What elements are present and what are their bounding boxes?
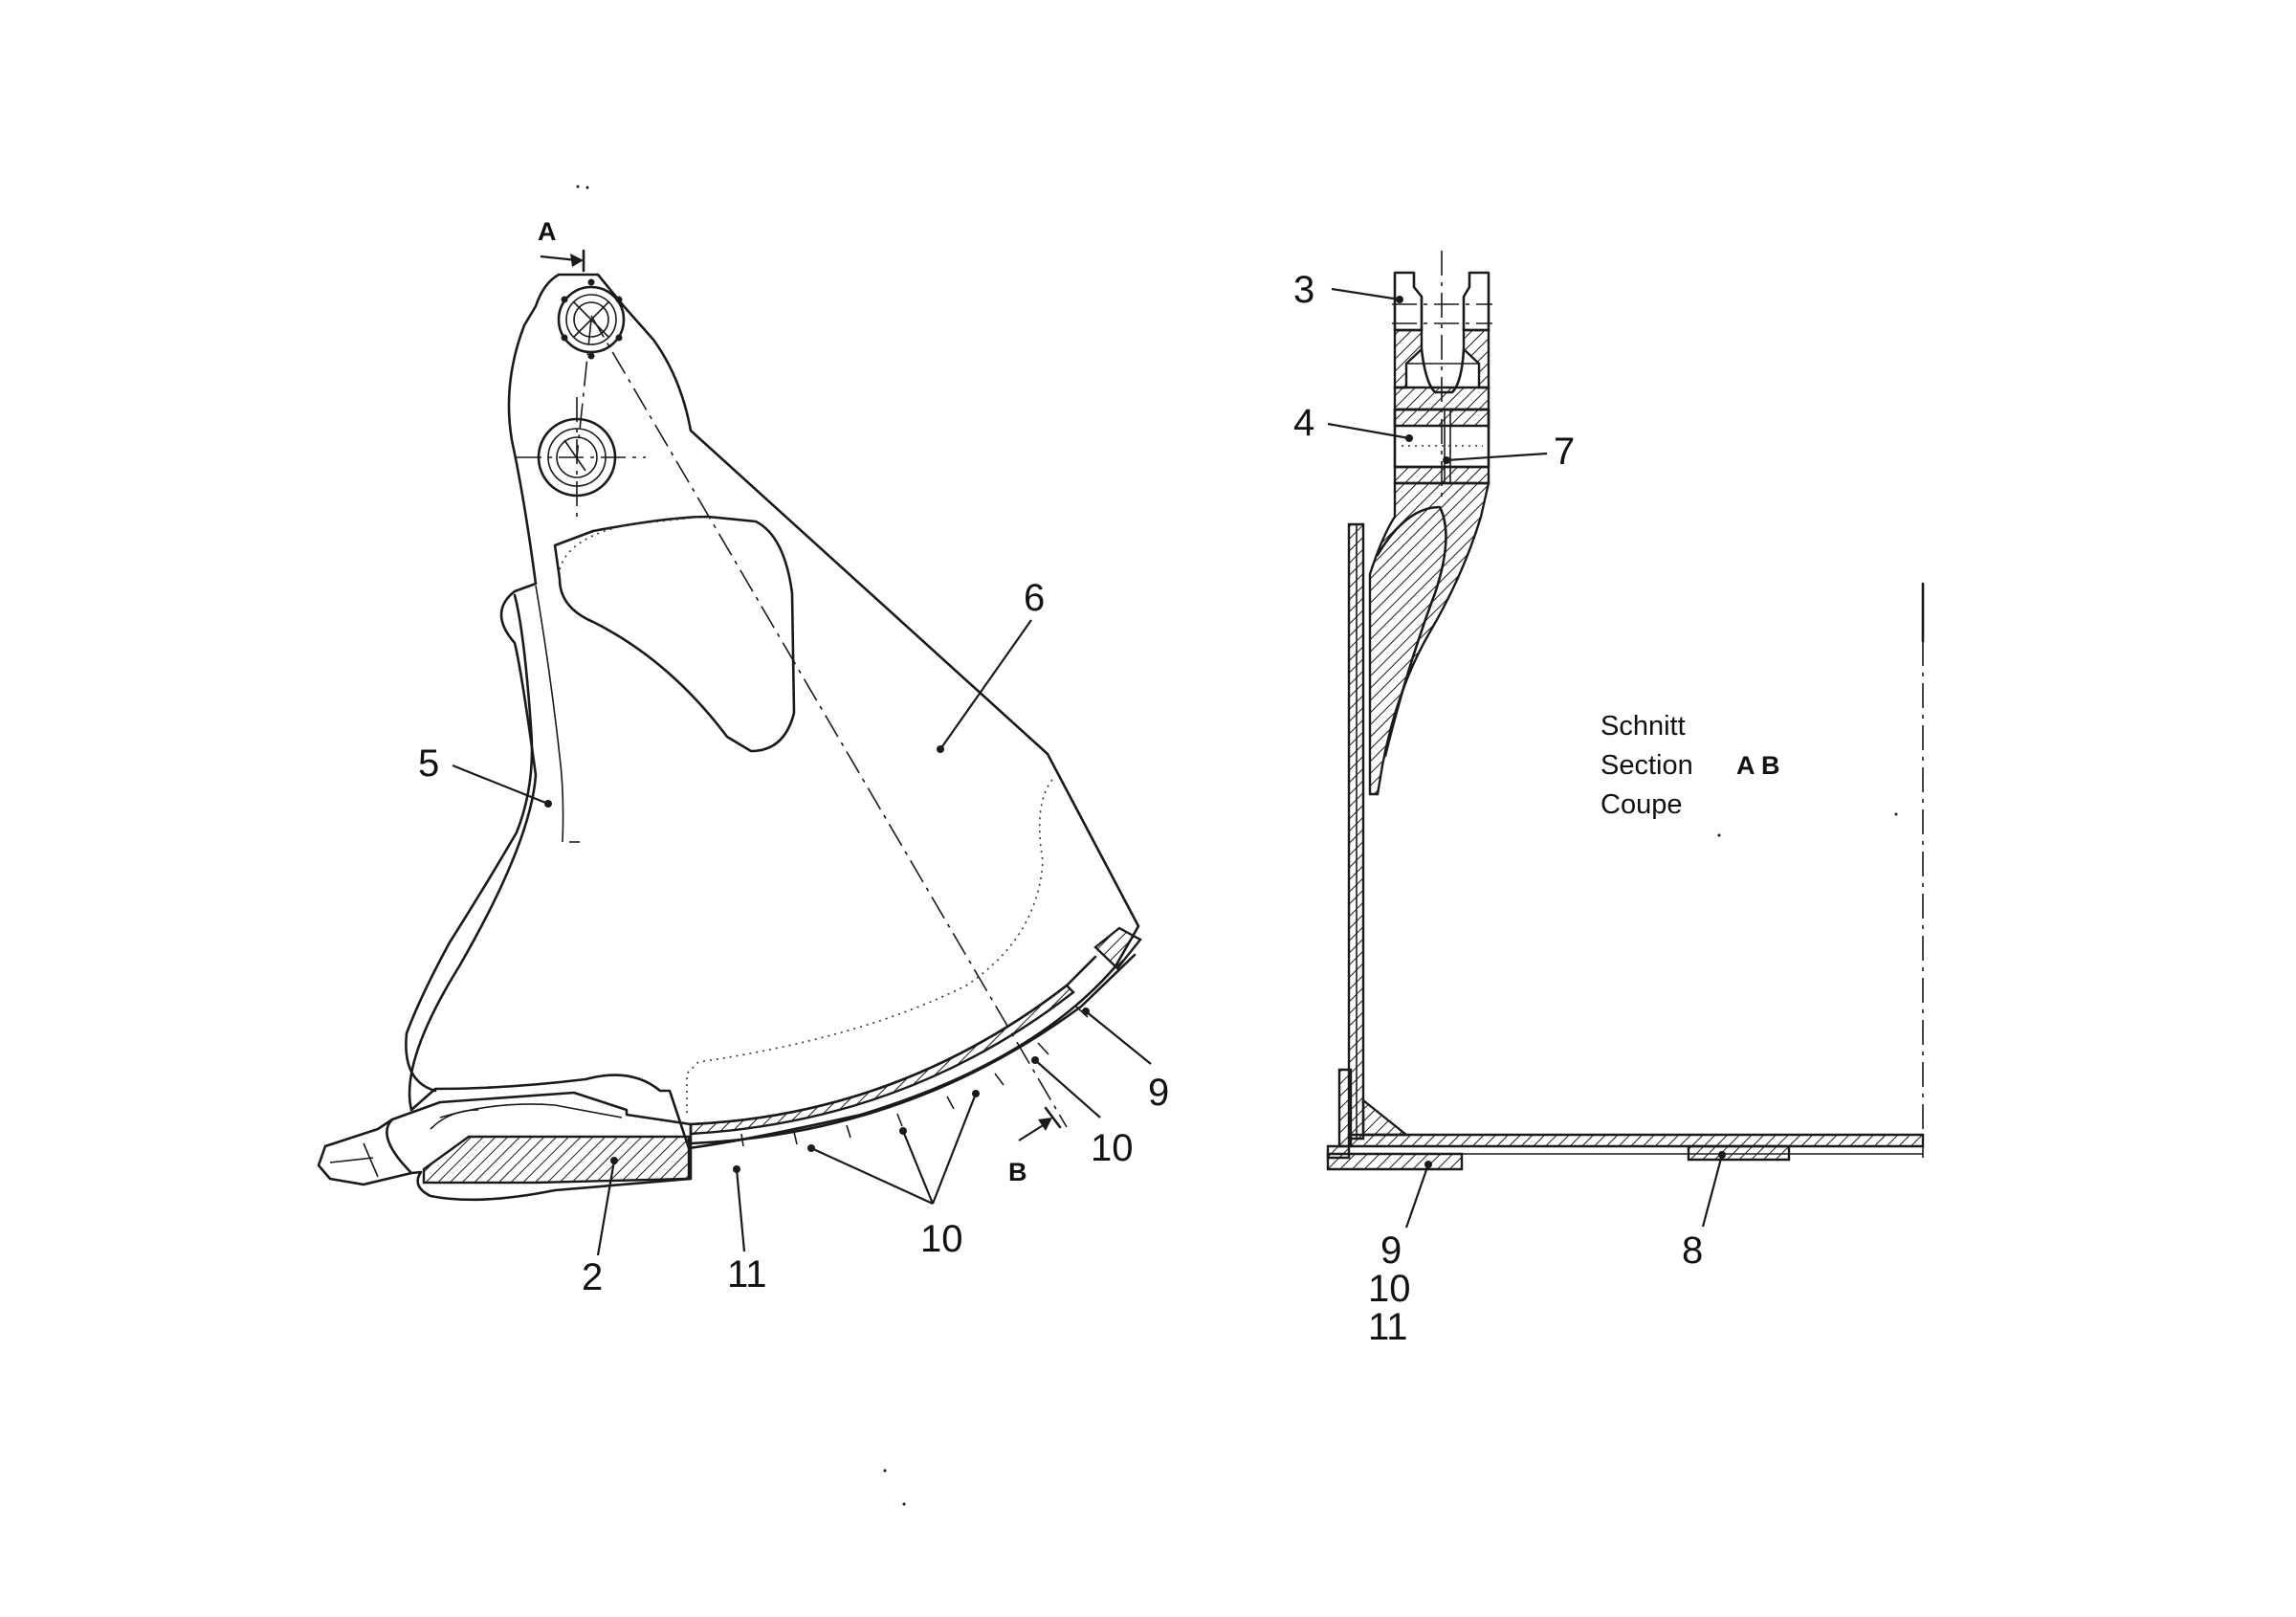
svg-text:10: 10 xyxy=(1368,1268,1411,1310)
corner-lug xyxy=(1337,1068,1353,1148)
callout-5: 5 xyxy=(418,742,552,808)
svg-text:9: 9 xyxy=(1380,1229,1402,1272)
gusset-inner xyxy=(1376,505,1447,758)
tooth-tip xyxy=(317,1118,413,1186)
boss-plate xyxy=(553,515,796,753)
callout-10-right: 10 xyxy=(1031,1056,1134,1169)
wear-plate-arc-outer xyxy=(689,953,1137,1145)
svg-text:9: 9 xyxy=(1148,1072,1169,1114)
front-edge-line xyxy=(535,585,564,843)
svg-text:2: 2 xyxy=(582,1256,603,1298)
callout-11: 11 xyxy=(727,1165,767,1296)
pin-center-line xyxy=(576,319,592,458)
callout-10-lower: 10 xyxy=(807,1090,980,1260)
scan-specks xyxy=(576,185,1898,1506)
svg-text:10: 10 xyxy=(920,1218,963,1260)
front-body xyxy=(405,593,534,1093)
tooth-adapter xyxy=(422,1135,691,1185)
callout-7: 7 xyxy=(1443,431,1575,473)
wear-plate-arc-inner xyxy=(689,955,1097,1126)
boss-weld-line xyxy=(559,516,704,570)
callout-3: 3 xyxy=(1293,269,1403,311)
tooth-body xyxy=(386,1091,693,1202)
section-letter-b: B xyxy=(1008,1158,1027,1186)
svg-text:7: 7 xyxy=(1554,431,1575,473)
svg-text:11: 11 xyxy=(727,1253,767,1296)
callout-2: 2 xyxy=(582,1157,618,1298)
caption-section: Section xyxy=(1601,750,1693,781)
svg-text:11: 11 xyxy=(1368,1306,1408,1348)
svg-text:4: 4 xyxy=(1293,402,1314,444)
side-view: A B 5 6 2 11 xyxy=(317,217,1169,1298)
wear-plate-hatch xyxy=(689,984,1075,1136)
svg-text:5: 5 xyxy=(418,742,439,785)
web-contour xyxy=(686,779,1053,1115)
svg-text:10: 10 xyxy=(1091,1127,1134,1169)
caption-coupe: Coupe xyxy=(1601,789,1682,820)
caption-section-id: A B xyxy=(1736,751,1780,780)
section-letter-a: A xyxy=(538,217,557,246)
section-mark-b: B xyxy=(1008,1106,1062,1186)
svg-text:8: 8 xyxy=(1682,1229,1703,1272)
section-view: Schnitt Section Coupe A B 3 4 7 8 9 xyxy=(1293,251,1925,1348)
svg-text:6: 6 xyxy=(1024,577,1045,619)
section-mark-a: A xyxy=(538,217,585,273)
callout-4: 4 xyxy=(1293,402,1413,444)
caption-schnitt: Schnitt xyxy=(1601,711,1686,742)
corner-gusset xyxy=(1361,1097,1410,1137)
bottom-plate xyxy=(1347,1133,1925,1148)
callout-9: 9 xyxy=(1082,1008,1169,1114)
shim-plate xyxy=(1687,1144,1791,1162)
wear-block-lip xyxy=(1326,1144,1351,1160)
svg-text:3: 3 xyxy=(1293,269,1314,311)
callout-6: 6 xyxy=(937,577,1045,753)
upper-pin-hole xyxy=(557,278,626,360)
wear-plate-tip xyxy=(1093,926,1142,970)
section-caption: Schnitt Section Coupe A B xyxy=(1601,711,1780,820)
lower-pin-hole xyxy=(517,397,646,521)
callout-8: 8 xyxy=(1682,1151,1726,1272)
callout-9-10-11: 9 10 11 xyxy=(1368,1161,1432,1348)
wear-plate-segments xyxy=(740,1006,1089,1147)
center-line xyxy=(590,315,1068,1128)
